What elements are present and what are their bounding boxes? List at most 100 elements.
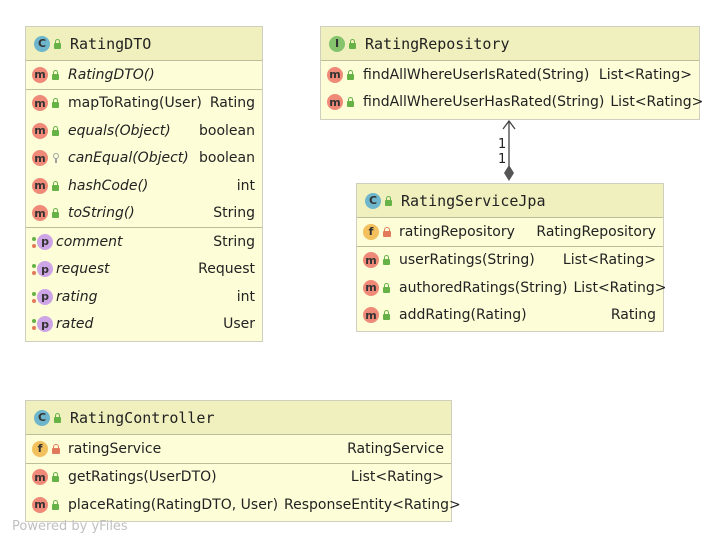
method-type: Rating	[610, 307, 656, 324]
method-icon: m	[32, 177, 48, 194]
class-rating-repository[interactable]: I RatingRepository m findAllWhereUserIsR…	[320, 26, 703, 120]
method-type: List<Rating>	[598, 66, 692, 83]
field-label: ratingRepository	[399, 223, 515, 240]
property-type: int	[236, 288, 255, 305]
field-icon: f	[363, 223, 379, 240]
field-type: RatingService	[347, 440, 444, 457]
method-label: addRating(Rating)	[399, 307, 527, 324]
method-icon: m	[32, 496, 48, 513]
public-icon	[51, 69, 61, 80]
public-icon	[53, 38, 63, 49]
method-label: authoredRatings(String)	[399, 279, 568, 296]
method-row[interactable]: m findAllWhereUserHasRated(String) List<…	[321, 89, 703, 117]
method-row[interactable]: m canEqual(Object) boolean	[26, 145, 262, 173]
class-icon: C	[34, 409, 50, 426]
method-type: List<Rating>	[562, 252, 656, 269]
class-rating-service-jpa[interactable]: C RatingServiceJpa f ratingRepository Ra…	[356, 183, 667, 332]
property-type: String	[213, 233, 255, 250]
constructor-row[interactable]: m RatingDTO()	[26, 61, 262, 89]
class-header: C RatingDTO	[26, 27, 262, 61]
method-row[interactable]: m getRatings(UserDTO) List<Rating>	[26, 464, 451, 492]
public-icon	[51, 208, 61, 219]
public-icon	[348, 38, 358, 49]
method-icon: m	[32, 66, 48, 83]
public-icon	[53, 412, 63, 423]
method-icon: m	[32, 122, 48, 139]
method-type: int	[236, 177, 255, 194]
method-label: userRatings(String)	[399, 252, 535, 269]
class-header: C RatingServiceJpa	[357, 184, 663, 218]
method-icon: m	[32, 469, 48, 486]
class-icon: C	[34, 35, 50, 52]
protected-icon	[51, 153, 61, 164]
method-type: boolean	[199, 122, 255, 139]
method-row[interactable]: m findAllWhereUserIsRated(String) List<R…	[321, 61, 699, 89]
method-label: mapToRating(User)	[68, 95, 202, 112]
property-label: request	[56, 261, 110, 278]
powered-by-footer: Powered by yFiles	[12, 519, 128, 534]
private-icon	[382, 226, 392, 237]
property-row[interactable]: p rating int	[26, 283, 262, 311]
method-type: List<Rating>	[610, 94, 704, 111]
public-icon	[382, 282, 392, 293]
method-row[interactable]: m mapToRating(User) Rating	[26, 90, 262, 118]
method-icon: m	[32, 95, 48, 112]
property-icon: p	[32, 288, 54, 305]
method-row[interactable]: m equals(Object) boolean	[26, 117, 262, 145]
method-type: Rating	[209, 95, 255, 112]
property-row[interactable]: p request Request	[26, 256, 262, 284]
method-row[interactable]: m toString() String	[26, 200, 262, 228]
method-icon: m	[363, 252, 379, 269]
multiplicity-target: 1	[498, 152, 506, 167]
method-label: hashCode()	[68, 177, 149, 194]
field-row[interactable]: f ratingRepository RatingRepository	[357, 218, 663, 246]
class-name: RatingRepository	[365, 34, 510, 53]
method-icon: m	[327, 94, 343, 111]
public-icon	[384, 195, 394, 206]
method-row[interactable]: m hashCode() int	[26, 172, 262, 200]
method-label: placeRating(RatingDTO, User)	[68, 496, 279, 513]
class-rating-controller[interactable]: C RatingController f ratingService Ratin…	[25, 400, 461, 522]
method-icon: m	[363, 279, 379, 296]
public-icon	[51, 499, 61, 510]
public-icon	[51, 98, 61, 109]
method-type: List<Rating>	[573, 279, 667, 296]
method-row[interactable]: m authoredRatings(String) List<Rating>	[357, 274, 667, 302]
method-row[interactable]: m userRatings(String) List<Rating>	[357, 247, 663, 275]
method-icon: m	[363, 307, 379, 324]
property-type: Request	[198, 261, 255, 278]
class-name: RatingServiceJpa	[401, 191, 546, 210]
public-icon	[51, 125, 61, 136]
method-type: ResponseEntity<Rating>	[284, 496, 461, 513]
method-label: findAllWhereUserHasRated(String)	[363, 94, 605, 111]
method-icon: m	[327, 66, 343, 83]
public-icon	[51, 472, 61, 483]
public-icon	[51, 180, 61, 191]
field-icon: f	[32, 440, 48, 457]
multiplicity-source: 1	[498, 137, 506, 152]
method-row[interactable]: m placeRating(RatingDTO, User) ResponseE…	[26, 491, 461, 519]
property-type: User	[223, 316, 255, 333]
method-label: equals(Object)	[68, 122, 171, 139]
property-row[interactable]: p comment String	[26, 228, 262, 256]
public-icon	[346, 69, 356, 80]
method-type: List<Rating>	[350, 469, 444, 486]
composition-diamond-icon	[504, 165, 514, 181]
property-icon: p	[32, 316, 54, 333]
constructor-label: RatingDTO()	[68, 66, 155, 83]
method-label: findAllWhereUserIsRated(String)	[363, 66, 590, 83]
field-row[interactable]: f ratingService RatingService	[26, 435, 451, 463]
method-row[interactable]: m addRating(Rating) Rating	[357, 302, 663, 330]
method-label: canEqual(Object)	[68, 150, 189, 167]
class-rating-dto[interactable]: C RatingDTO m RatingDTO() m mapToRating(…	[25, 26, 263, 342]
arrow-head-icon	[502, 119, 516, 130]
property-row[interactable]: p rated User	[26, 311, 262, 339]
property-icon: p	[32, 233, 54, 250]
public-icon	[346, 97, 356, 108]
class-name: RatingController	[70, 408, 215, 427]
method-label: toString()	[68, 205, 135, 222]
class-header: I RatingRepository	[321, 27, 699, 61]
field-label: ratingService	[68, 440, 162, 457]
property-label: rated	[56, 316, 94, 333]
